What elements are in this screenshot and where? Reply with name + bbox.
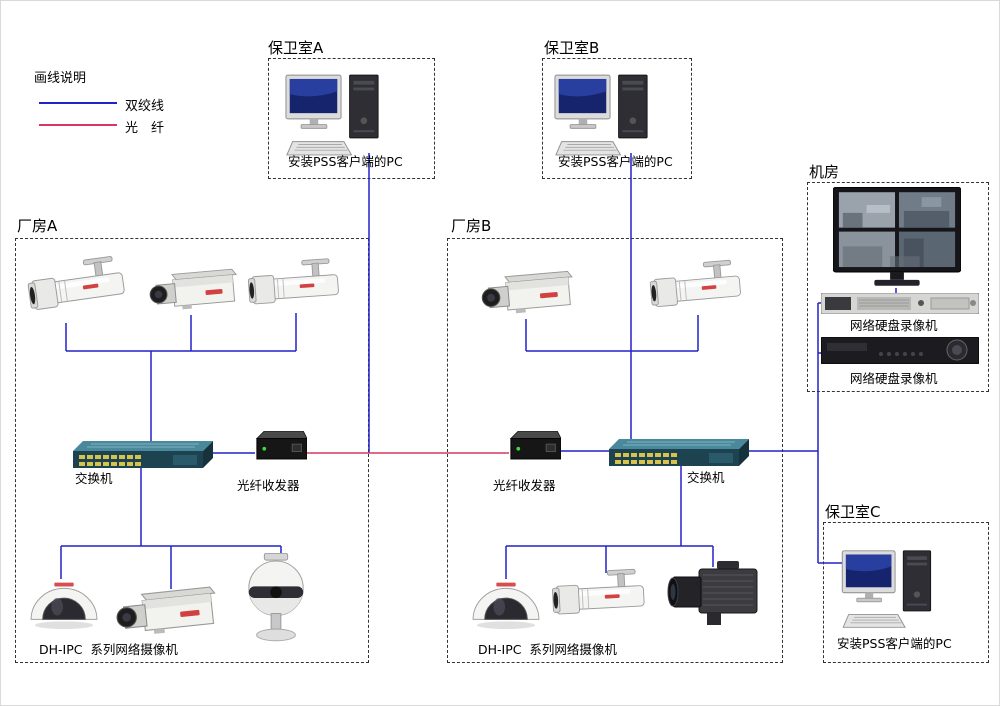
twisted-pair-wires <box>60 153 897 589</box>
factory-b-title: 厂房B <box>451 217 492 235</box>
desktop-pc-icon <box>554 73 668 159</box>
nvr2-label: 网络硬盘录像机 <box>850 371 938 386</box>
nvr-icon <box>821 337 979 364</box>
dome-camera-icon <box>467 571 545 631</box>
desktop-pc-icon <box>285 73 399 159</box>
box-camera-big-lens-icon <box>661 561 763 631</box>
factory-a-transceiver-label: 光纤收发器 <box>237 478 300 493</box>
guard-room-b-box <box>542 58 692 179</box>
fiber-transceiver-icon <box>509 431 561 461</box>
ptz-camera-icon <box>241 553 311 643</box>
dome-camera-icon <box>25 571 103 631</box>
legend-fiber-line <box>39 124 117 126</box>
desktop-pc-icon <box>841 549 951 631</box>
factory-a-title: 厂房A <box>17 217 58 235</box>
guard-room-a-box <box>268 58 435 179</box>
server-room-title: 机房 <box>809 163 840 181</box>
server-room-box <box>807 182 989 392</box>
legend-title: 画线说明 <box>34 71 87 86</box>
legend-twisted-pair-label: 双绞线 <box>125 99 165 114</box>
guard-room-c-pc-label: 安装PSS客户端的PC <box>837 636 952 651</box>
factory-a-cameras-label: DH-IPC 系列网络摄像机 <box>39 642 178 657</box>
nvr1-label: 网络硬盘录像机 <box>850 318 938 333</box>
factory-a-switch-label: 交换机 <box>75 471 113 486</box>
bullet-camera-icon <box>245 254 349 318</box>
bullet-camera-icon <box>550 564 655 627</box>
guard-room-a-pc-label: 安装PSS客户端的PC <box>288 154 403 169</box>
guard-room-a-title: 保卫室A <box>268 39 324 57</box>
box-camera-icon <box>145 259 243 320</box>
guard-room-c-title: 保卫室C <box>825 503 881 521</box>
factory-b-cameras-label: DH-IPC 系列网络摄像机 <box>478 642 617 657</box>
bullet-camera-icon <box>647 255 752 320</box>
factory-b-switch-label: 交换机 <box>687 470 725 485</box>
box-camera-icon <box>477 261 579 324</box>
nvr-icon <box>821 293 979 314</box>
legend-twisted-pair-line <box>39 102 117 104</box>
switch-icon <box>609 439 749 467</box>
switch-icon <box>73 441 213 469</box>
factory-b-transceiver-label: 光纤收发器 <box>493 478 556 493</box>
guard-room-b-pc-label: 安装PSS客户端的PC <box>558 154 673 169</box>
guard-room-b-title: 保卫室B <box>544 39 600 57</box>
cctv-monitor-icon <box>833 187 961 288</box>
legend-fiber-label: 光 纤 <box>125 121 165 136</box>
guard-room-c-box <box>823 522 989 663</box>
box-camera-icon <box>108 575 226 646</box>
fiber-transceiver-icon <box>255 431 307 461</box>
